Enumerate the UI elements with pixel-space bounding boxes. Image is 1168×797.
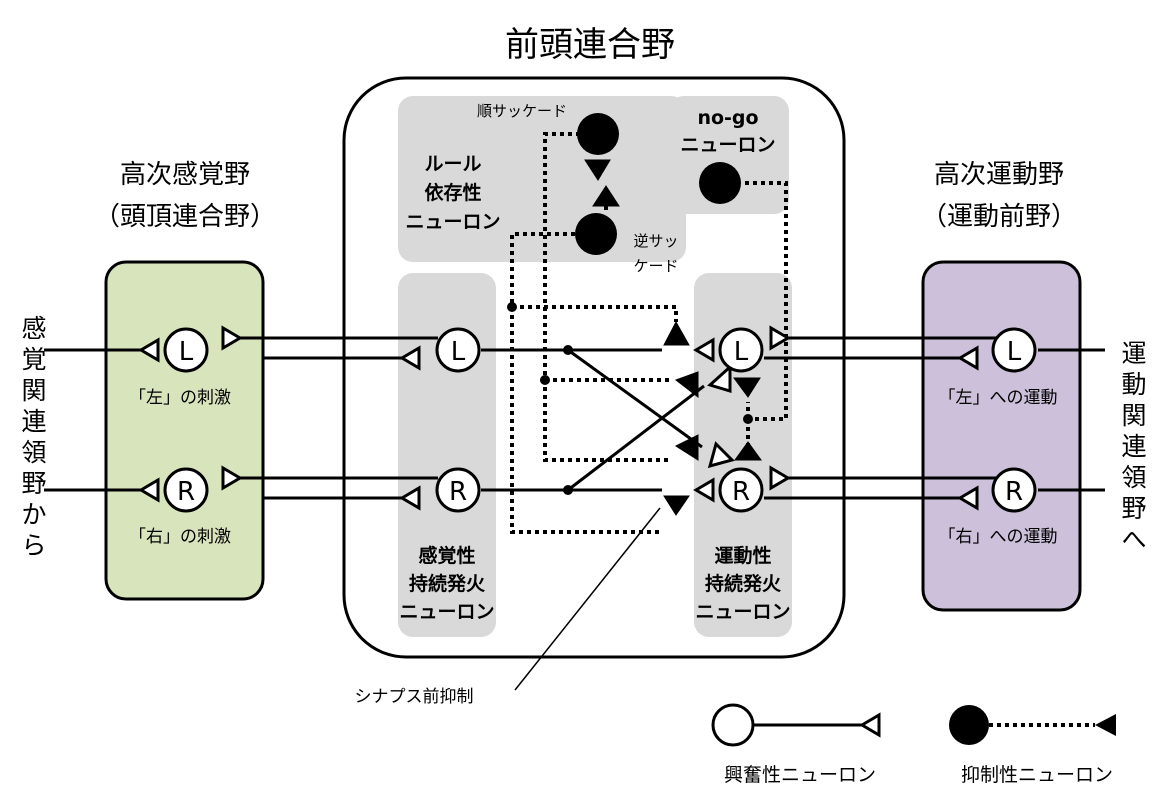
node-label: L	[451, 337, 466, 367]
motor-right-neuron	[718, 467, 764, 513]
legend-excitatory-label: 興奮性ニューロン	[724, 764, 876, 786]
node-label: R	[177, 477, 195, 507]
sensory-column-nodes: L R	[435, 327, 481, 513]
move-right-neuron	[991, 467, 1037, 513]
stim-right-label: 「右」の刺激	[129, 527, 231, 547]
antisaccade-label-2: ケード	[633, 257, 678, 275]
motor-column-nodes: L R	[718, 327, 764, 513]
input-char: か	[21, 500, 46, 529]
sensory-area-nodes: L R	[163, 327, 209, 513]
motor-area-box	[921, 260, 1082, 612]
motor-area-nodes: L R	[991, 327, 1037, 513]
title: 前頭連合野	[505, 25, 675, 65]
inhibitory-terminals	[584, 159, 762, 516]
presynaptic-label: シナプス前抑制	[355, 687, 474, 707]
output-char: 領	[1121, 463, 1146, 492]
node-label: R	[449, 477, 467, 507]
legend-inhibitory-node	[949, 705, 989, 745]
legend-inhibitory-label: 抑制性ニューロン	[961, 764, 1113, 786]
nogo-label-2: ニューロン	[680, 134, 775, 156]
stim-right-neuron	[163, 467, 209, 513]
output-side-label: 運 動 関 連 領 野 へ	[1121, 339, 1146, 554]
input-char: 領	[21, 438, 46, 467]
node-label: L	[734, 337, 749, 367]
rule-label-1: ルール	[424, 153, 481, 175]
output-char: 運	[1121, 339, 1146, 368]
node-label: L	[1007, 337, 1022, 367]
sensory-area-subtitle: （頭頂連合野）	[94, 202, 276, 232]
output-char: 動	[1121, 370, 1146, 399]
move-left-neuron	[991, 327, 1037, 373]
input-char: 覚	[21, 345, 46, 374]
motor-col-label-1: 運動性	[714, 544, 771, 567]
prosaccade-label: 順サッケード	[477, 102, 567, 120]
sensory-col-label-3: ニューロン	[399, 601, 494, 623]
motor-col-label-2: 持続発火	[705, 572, 782, 595]
stim-left-label: 「左」の刺激	[129, 388, 231, 408]
output-char: 連	[1121, 432, 1146, 461]
motor-area-subtitle: （運動前野）	[921, 202, 1077, 232]
motor-area-title: 高次運動野	[934, 160, 1064, 190]
motor-col-label-3: ニューロン	[695, 601, 790, 623]
sensory-left-neuron	[435, 327, 481, 373]
node-label: R	[1005, 477, 1023, 507]
sensory-col-label-2: 持続発火	[409, 572, 486, 595]
input-side-label: 感 覚 関 連 領 野 か ら	[21, 314, 46, 560]
nogo-label-1: no-go	[697, 107, 758, 129]
junction-dots	[507, 302, 753, 495]
node-label: L	[179, 337, 194, 367]
rule-label-3: ニューロン	[405, 211, 500, 233]
prosaccade-neuron	[577, 113, 619, 155]
output-char: 関	[1121, 401, 1146, 430]
antisaccade-neuron	[575, 213, 617, 255]
presynaptic-pointer-line	[514, 507, 661, 691]
input-char: 関	[21, 376, 46, 405]
antisaccade-label-1: 逆サッ	[633, 232, 678, 250]
move-right-label: 「右」への運動	[939, 527, 1058, 547]
motor-left-neuron	[718, 327, 764, 373]
input-char: 野	[21, 469, 46, 498]
input-char: 感	[21, 314, 46, 343]
legend-excitatory-node	[711, 703, 755, 747]
excitatory-terminals	[138, 325, 979, 511]
move-left-label: 「左」への運動	[939, 388, 1058, 408]
excitatory-connections	[44, 336, 1105, 500]
input-char: ら	[21, 531, 46, 560]
node-label: R	[732, 477, 750, 507]
output-char: 野	[1121, 494, 1146, 523]
nogo-neuron	[699, 162, 741, 204]
rule-label-2: 依存性	[424, 181, 481, 204]
legend-inhibitory: 抑制性ニューロン	[949, 705, 1116, 786]
sensory-right-neuron	[435, 467, 481, 513]
sensory-area-title: 高次感覚野	[120, 160, 250, 190]
legend-excitatory: 興奮性ニューロン	[711, 703, 881, 786]
sensory-area-box	[104, 260, 265, 601]
input-char: 連	[21, 407, 46, 436]
nogo-panel	[669, 96, 789, 214]
output-char: へ	[1121, 525, 1146, 554]
stim-left-neuron	[163, 327, 209, 373]
sensory-col-label-1: 感覚性	[418, 544, 475, 567]
